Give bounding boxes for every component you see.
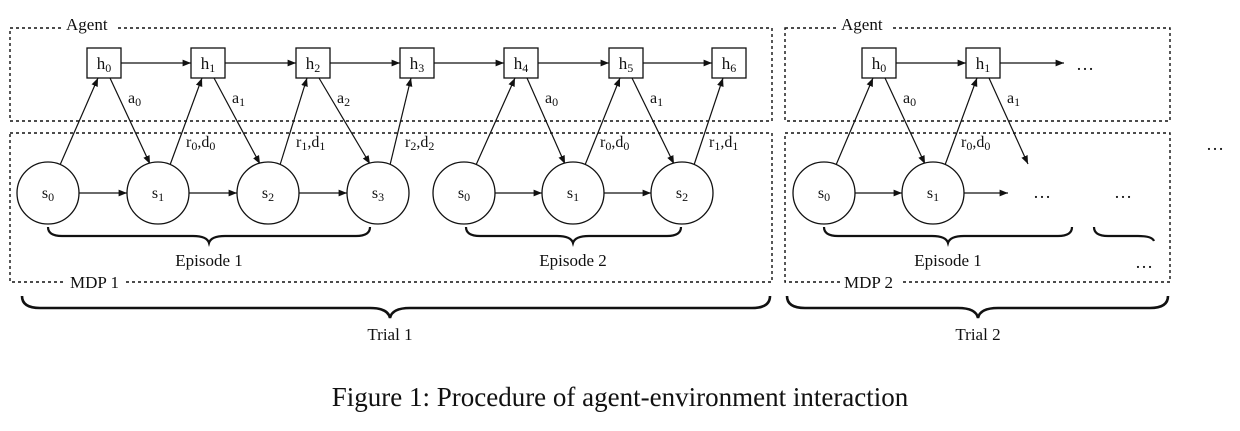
mdp-label-trial2: MDP 2 xyxy=(844,273,893,292)
mdp-box-trial2 xyxy=(784,132,1171,283)
episode-label-t1-ep2: Episode 2 xyxy=(539,251,607,270)
t2-s-label: s0 xyxy=(818,185,830,204)
action-label: a2 xyxy=(337,90,350,109)
action-arrow xyxy=(526,77,566,165)
t2-h-label: h1 xyxy=(976,54,991,75)
t1-s-label: s2 xyxy=(262,185,274,204)
observation-arrow xyxy=(584,77,621,166)
t1-s-node xyxy=(346,161,410,225)
brace-t1-episode1 xyxy=(46,226,372,247)
observation-arrow xyxy=(693,77,724,166)
mdp-label-trial1: MDP 1 xyxy=(70,273,119,292)
observation-arrow xyxy=(279,77,308,166)
t1-h-node xyxy=(399,47,435,79)
t2-s-label: s1 xyxy=(927,185,939,204)
t1-s-node xyxy=(650,161,714,225)
action-arrow xyxy=(318,77,371,165)
action-label: a1 xyxy=(1007,90,1020,109)
t1-h-node xyxy=(608,47,644,79)
episode-label-t2-ep1: Episode 1 xyxy=(914,251,982,270)
reward-done-label: r0,d0 xyxy=(961,134,990,153)
t1-h-node xyxy=(711,47,747,79)
t2-h-node xyxy=(965,47,1001,79)
ellipsis-right-edge: … xyxy=(1206,134,1224,154)
agent-box-trial1 xyxy=(9,27,773,122)
t1-h-label: h5 xyxy=(619,54,634,75)
episode-label-t1-ep1: Episode 1 xyxy=(175,251,243,270)
reward-done-label: r1,d1 xyxy=(296,134,325,153)
t1-s-node xyxy=(541,161,605,225)
observation-arrow xyxy=(944,77,978,166)
trial-label-2: Trial 2 xyxy=(955,325,1000,344)
figure-caption: Figure 1: Procedure of agent-environment… xyxy=(331,382,909,412)
ellipsis-agent-trial2: … xyxy=(1076,54,1094,74)
t1-h-node xyxy=(86,47,122,79)
agent-label-trial1: Agent xyxy=(66,15,108,34)
action-label: a1 xyxy=(650,90,663,109)
observation-arrow xyxy=(835,77,874,166)
action-label: a1 xyxy=(232,90,245,109)
observation-arrow xyxy=(169,77,203,166)
brace-trial1 xyxy=(20,295,772,319)
ellipsis-episode-trial2: … xyxy=(1114,182,1132,202)
action-label: a0 xyxy=(128,90,141,109)
t1-h-label: h0 xyxy=(97,54,112,75)
ellipsis-below-episodes: … xyxy=(1135,252,1153,272)
brace-t1-episode2 xyxy=(464,226,683,247)
agent-label-trial2: Agent xyxy=(841,15,883,34)
reward-done-label: r1,d1 xyxy=(709,134,738,153)
nodes-layer: h0 h1 h2 h3 h4 h5 h6 h0 h1 s0 s1 s2 s3 s0 s1 s2 s0 s1 xyxy=(16,47,1001,225)
action-arrow xyxy=(109,77,151,165)
t1-h-node xyxy=(295,47,331,79)
action-label: a0 xyxy=(903,90,916,109)
t1-h-node xyxy=(190,47,226,79)
edge-labels-layer: a0 a1 a2 a0 a1 a0 a1 r0,d0 r1,d1 r2,d2 r0,d0 r1,d1 r… xyxy=(128,90,1020,153)
mdp-box-trial1 xyxy=(9,132,773,283)
action-arrow xyxy=(988,77,1029,165)
t1-h-label: h1 xyxy=(201,54,216,75)
brace-t2-episode2-partial xyxy=(1092,226,1156,242)
t1-s-label: s0 xyxy=(458,185,470,204)
reward-done-label: r2,d2 xyxy=(405,134,434,153)
t1-s-node xyxy=(126,161,190,225)
t2-h-label: h0 xyxy=(872,54,887,75)
t1-s-label: s2 xyxy=(676,185,688,204)
observation-arrow xyxy=(59,77,99,166)
t2-h-node xyxy=(861,47,897,79)
brace-t2-episode1 xyxy=(822,226,1074,247)
t2-s-node xyxy=(792,161,856,225)
edges-layer xyxy=(59,59,1064,197)
t1-s-label: s0 xyxy=(42,185,54,204)
brace-trial2 xyxy=(785,295,1170,319)
t1-s-label: s1 xyxy=(152,185,164,204)
t1-s-label: s3 xyxy=(372,185,384,204)
t1-h-node xyxy=(503,47,539,79)
agent-box-trial2 xyxy=(784,27,1171,122)
action-label: a0 xyxy=(545,90,558,109)
t1-h-label: h2 xyxy=(306,54,321,75)
action-arrow xyxy=(884,77,926,165)
t1-h-label: h3 xyxy=(410,54,425,75)
action-arrow xyxy=(213,77,261,165)
t1-s-label: s1 xyxy=(567,185,579,204)
reward-done-label: r0,d0 xyxy=(186,134,215,153)
t1-h-label: h6 xyxy=(722,54,737,75)
ellipsis-state-trial2: … xyxy=(1033,182,1051,202)
observation-arrow xyxy=(475,77,516,166)
action-arrow xyxy=(631,77,675,165)
t1-h-label: h4 xyxy=(514,54,529,75)
t1-s-node xyxy=(16,161,80,225)
trial-label-1: Trial 1 xyxy=(367,325,412,344)
reward-done-label: r0,d0 xyxy=(600,134,629,153)
t1-s-node xyxy=(432,161,496,225)
t1-s-node xyxy=(236,161,300,225)
t2-s-node xyxy=(901,161,965,225)
observation-arrow xyxy=(389,77,413,166)
